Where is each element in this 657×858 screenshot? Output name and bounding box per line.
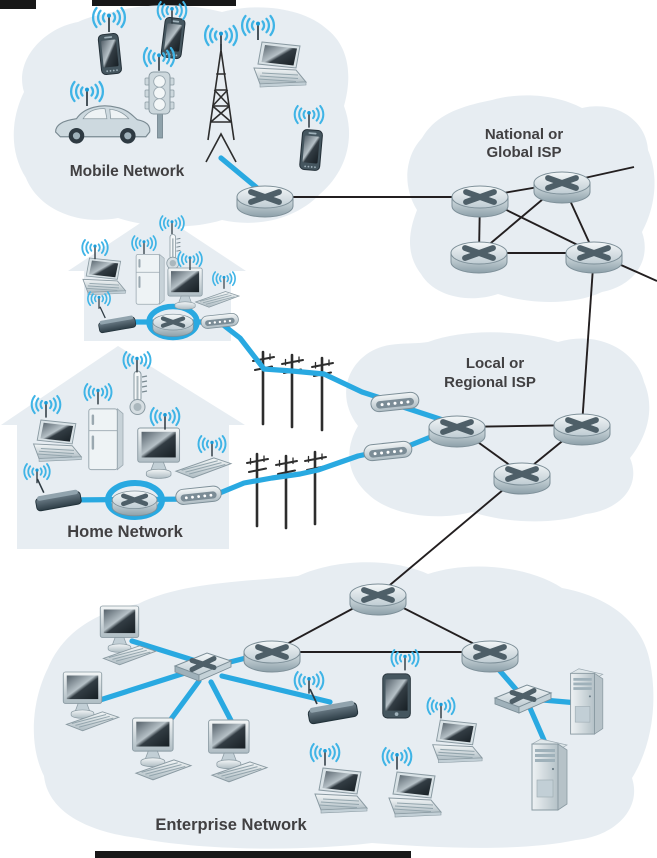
router-icon	[244, 641, 300, 672]
link-sw1-ap	[219, 673, 333, 705]
mobile-network-label: Mobile Network	[70, 163, 185, 180]
router-icon	[452, 186, 508, 217]
local-isp-label-line1: Local or	[466, 355, 525, 372]
local-isp-label-line2: Regional ISP	[444, 374, 536, 391]
home-router-icon	[153, 314, 193, 336]
router-icon	[494, 463, 550, 494]
link-sw1-desktop1	[129, 638, 199, 664]
router-icon	[462, 641, 518, 672]
router-icon	[566, 242, 622, 273]
router-icon	[429, 416, 485, 447]
server-icon	[531, 738, 568, 811]
server-icon	[570, 668, 604, 735]
router-icon	[350, 584, 406, 615]
link-sw1-desktop2	[97, 669, 191, 703]
tablet-icon	[382, 673, 411, 719]
refrigerator-icon	[88, 408, 124, 471]
router-icon	[237, 186, 293, 217]
smartphone-icon	[298, 128, 324, 172]
link-regional-enterprise	[377, 473, 523, 596]
crop-artifact-top	[92, 0, 236, 6]
refrigerator-icon	[135, 253, 165, 305]
enterprise-network-label: Enterprise Network	[155, 816, 307, 834]
house2-router-ring	[105, 480, 165, 520]
router-icon	[534, 172, 590, 203]
crop-artifact-top-left	[0, 0, 36, 9]
home-router-icon	[112, 491, 157, 516]
national-isp-label-line2: Global ISP	[486, 144, 561, 161]
crop-artifact-bottom	[95, 851, 411, 858]
home-network-label: Home Network	[67, 523, 183, 541]
smartphone-icon	[97, 32, 123, 76]
link-house2-isp	[207, 448, 385, 500]
national-isp-label-line1: National or	[485, 126, 564, 143]
link-house1-isp	[219, 321, 396, 405]
house1-router-ring	[146, 303, 200, 341]
router-icon	[554, 414, 610, 445]
link-nat4-regional	[581, 252, 595, 426]
router-icon	[451, 242, 507, 273]
